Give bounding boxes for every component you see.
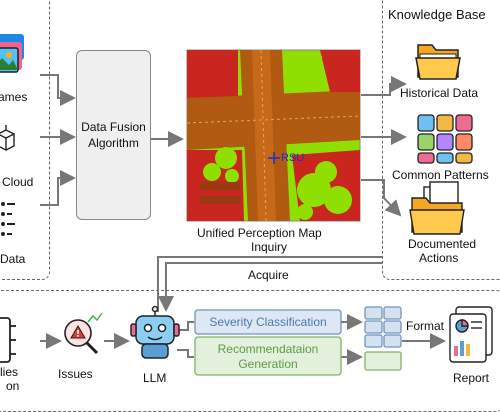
severity-grid-icon [364,306,402,348]
acquire-label: Acquire [248,268,289,282]
kb-item-historical-data: Historical Data [400,86,479,100]
knowledge-base-box [382,0,500,280]
format-label: Format [406,319,445,333]
issues-magnifier-icon [64,312,103,355]
map-label-line1: Unified Perception Map [197,226,322,240]
frames-label: rames [0,90,28,104]
documents-icon [409,181,465,235]
report-icon [449,306,493,363]
recommendation-output-icon [364,351,402,371]
kb-item-actions: Actions [419,251,459,265]
llm-label: LLM [143,371,167,385]
input-group-box [0,0,50,280]
connector-arrows [40,74,446,365]
data-label: Data [0,252,26,266]
map-label-line2: Inquiry [251,240,288,254]
llm-robot-icon [130,305,180,359]
data-fusion-label: Data Fusion Algorithm [81,120,146,150]
chip-icon [0,317,16,363]
anomalies-label-line1: lies [0,365,19,379]
data-fusion-box: Data Fusion Algorithm [76,50,151,220]
rsu-label: RSU [281,152,305,164]
pipeline-icons [0,305,493,376]
knowledge-icons [409,44,473,235]
kb-item-documented: Documented [408,237,477,251]
recommendation-box [194,336,342,376]
recommendation-label-line1: Recommendataion [217,342,319,356]
issues-label: Issues [58,367,93,381]
knowledge-base-title: Knowledge Base [388,7,486,22]
kb-item-common-patterns: Common Patterns [392,168,489,182]
severity-label: Severity Classification [209,315,327,329]
anomalies-label-line2: on [6,379,20,393]
cloud-label: Cloud [2,175,34,189]
severity-box [194,309,342,335]
perception-map [186,49,361,222]
report-label: Report [453,371,490,385]
patterns-icon [417,114,473,164]
recommendation-label-line2: Generation [238,357,298,371]
folder-icon [415,44,461,80]
